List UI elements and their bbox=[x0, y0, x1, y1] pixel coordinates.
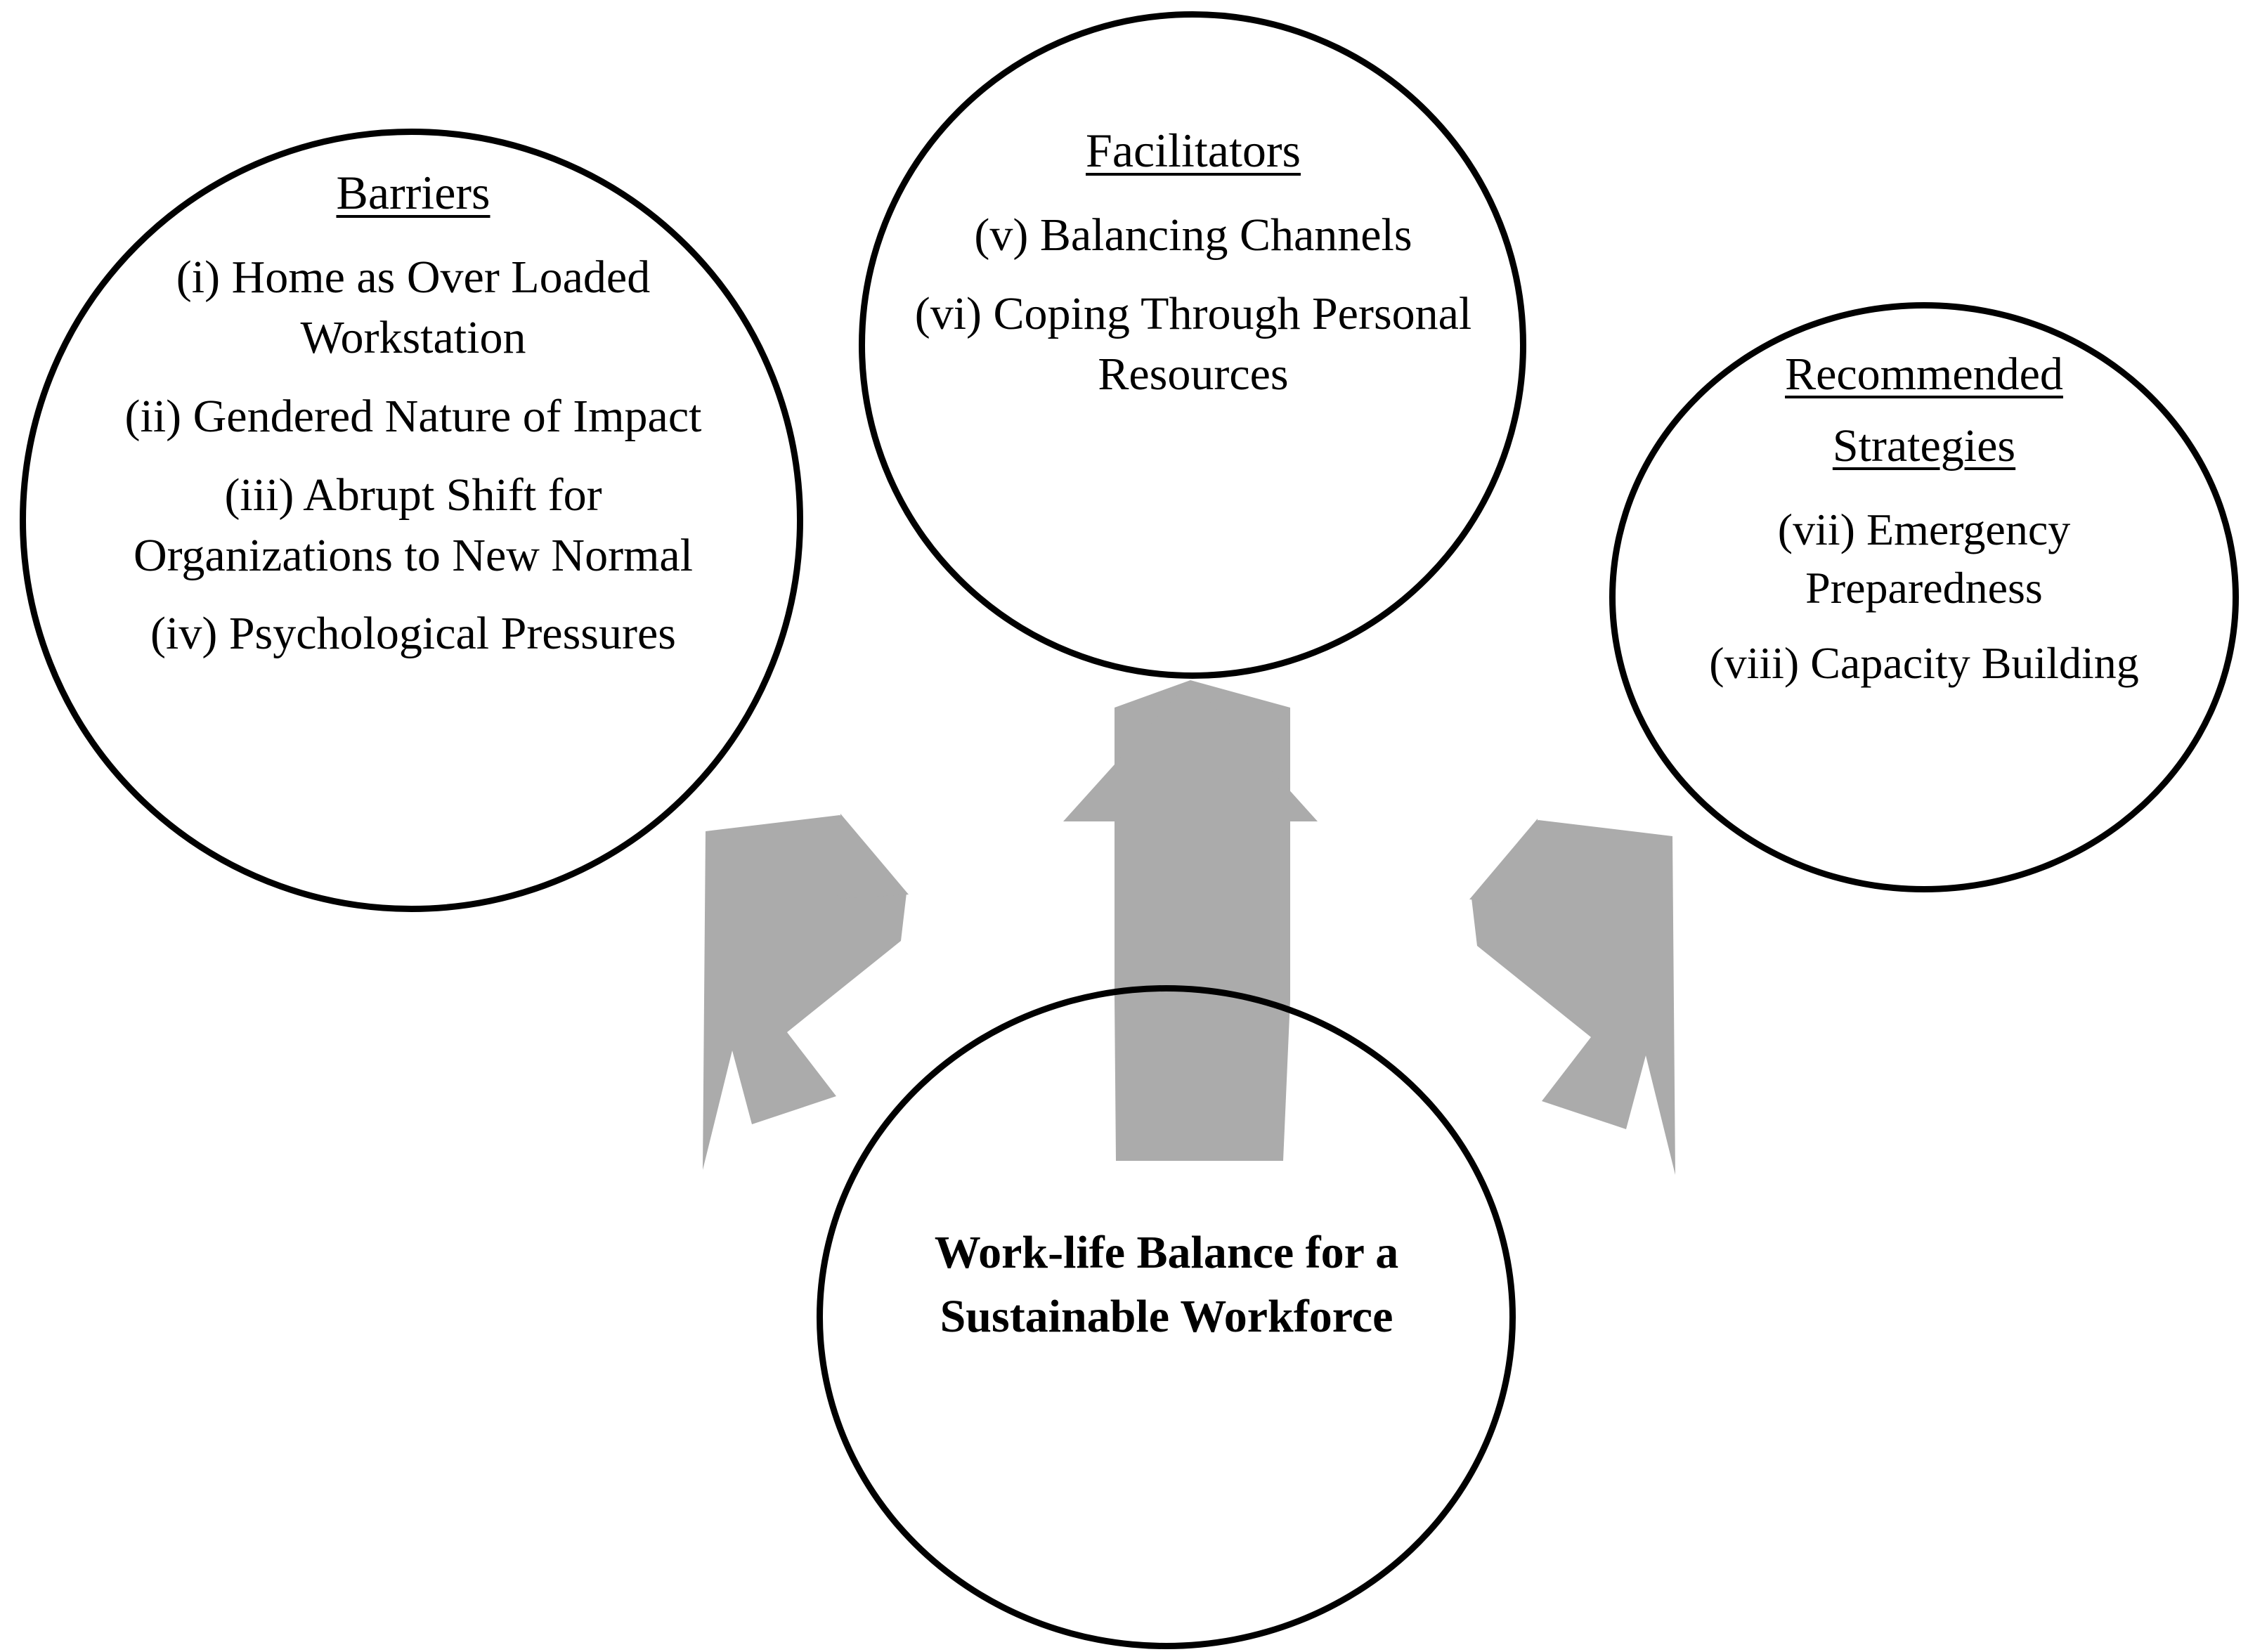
node-facilitators-heading: Facilitators bbox=[1086, 124, 1301, 177]
node-barriers-item-3: (iii) Abrupt Shift for Organizations to … bbox=[133, 469, 694, 581]
node-strategies-circle bbox=[1609, 302, 2239, 892]
node-strategies-item-1: (vii) Emergency Preparedness bbox=[1777, 504, 2071, 613]
arrow-core-to-facilitators-head bbox=[1063, 680, 1318, 821]
node-strategies-heading-line2: Strategies bbox=[1832, 419, 2016, 471]
node-barriers-item-4: (iv) Psychological Pressures bbox=[150, 608, 676, 660]
node-facilitators-circle bbox=[859, 11, 1526, 679]
node-core-circle bbox=[817, 985, 1516, 1649]
node-barriers-text: Barriers (i) Home as Over Loaded Worksta… bbox=[97, 162, 729, 682]
node-barriers-item-1: (i) Home as Over Loaded Workstation bbox=[176, 252, 651, 364]
node-facilitators-item-2: (vi) Coping Through Personal Resources bbox=[914, 288, 1472, 400]
node-facilitators-item-1: (v) Balancing Channels bbox=[974, 209, 1412, 261]
node-core-label: Work-life Balance for a Sustainable Work… bbox=[934, 1227, 1399, 1343]
node-facilitators-text: Facilitators (v) Balancing Channels (vi)… bbox=[907, 119, 1480, 423]
node-strategies-heading-line1: Recommended bbox=[1785, 349, 2063, 400]
node-barriers-item-2: (ii) Gendered Nature of Impact bbox=[124, 390, 702, 442]
node-barriers-heading: Barriers bbox=[336, 166, 490, 219]
arrow-core-to-barriers bbox=[703, 814, 909, 1170]
node-barriers-circle bbox=[20, 129, 803, 912]
node-strategies-item-2: (viii) Capacity Building bbox=[1709, 637, 2139, 688]
arrow-core-to-strategies bbox=[1469, 819, 1675, 1175]
node-strategies-text: Recommended Strategies (vii) Emergency P… bbox=[1655, 344, 2193, 709]
